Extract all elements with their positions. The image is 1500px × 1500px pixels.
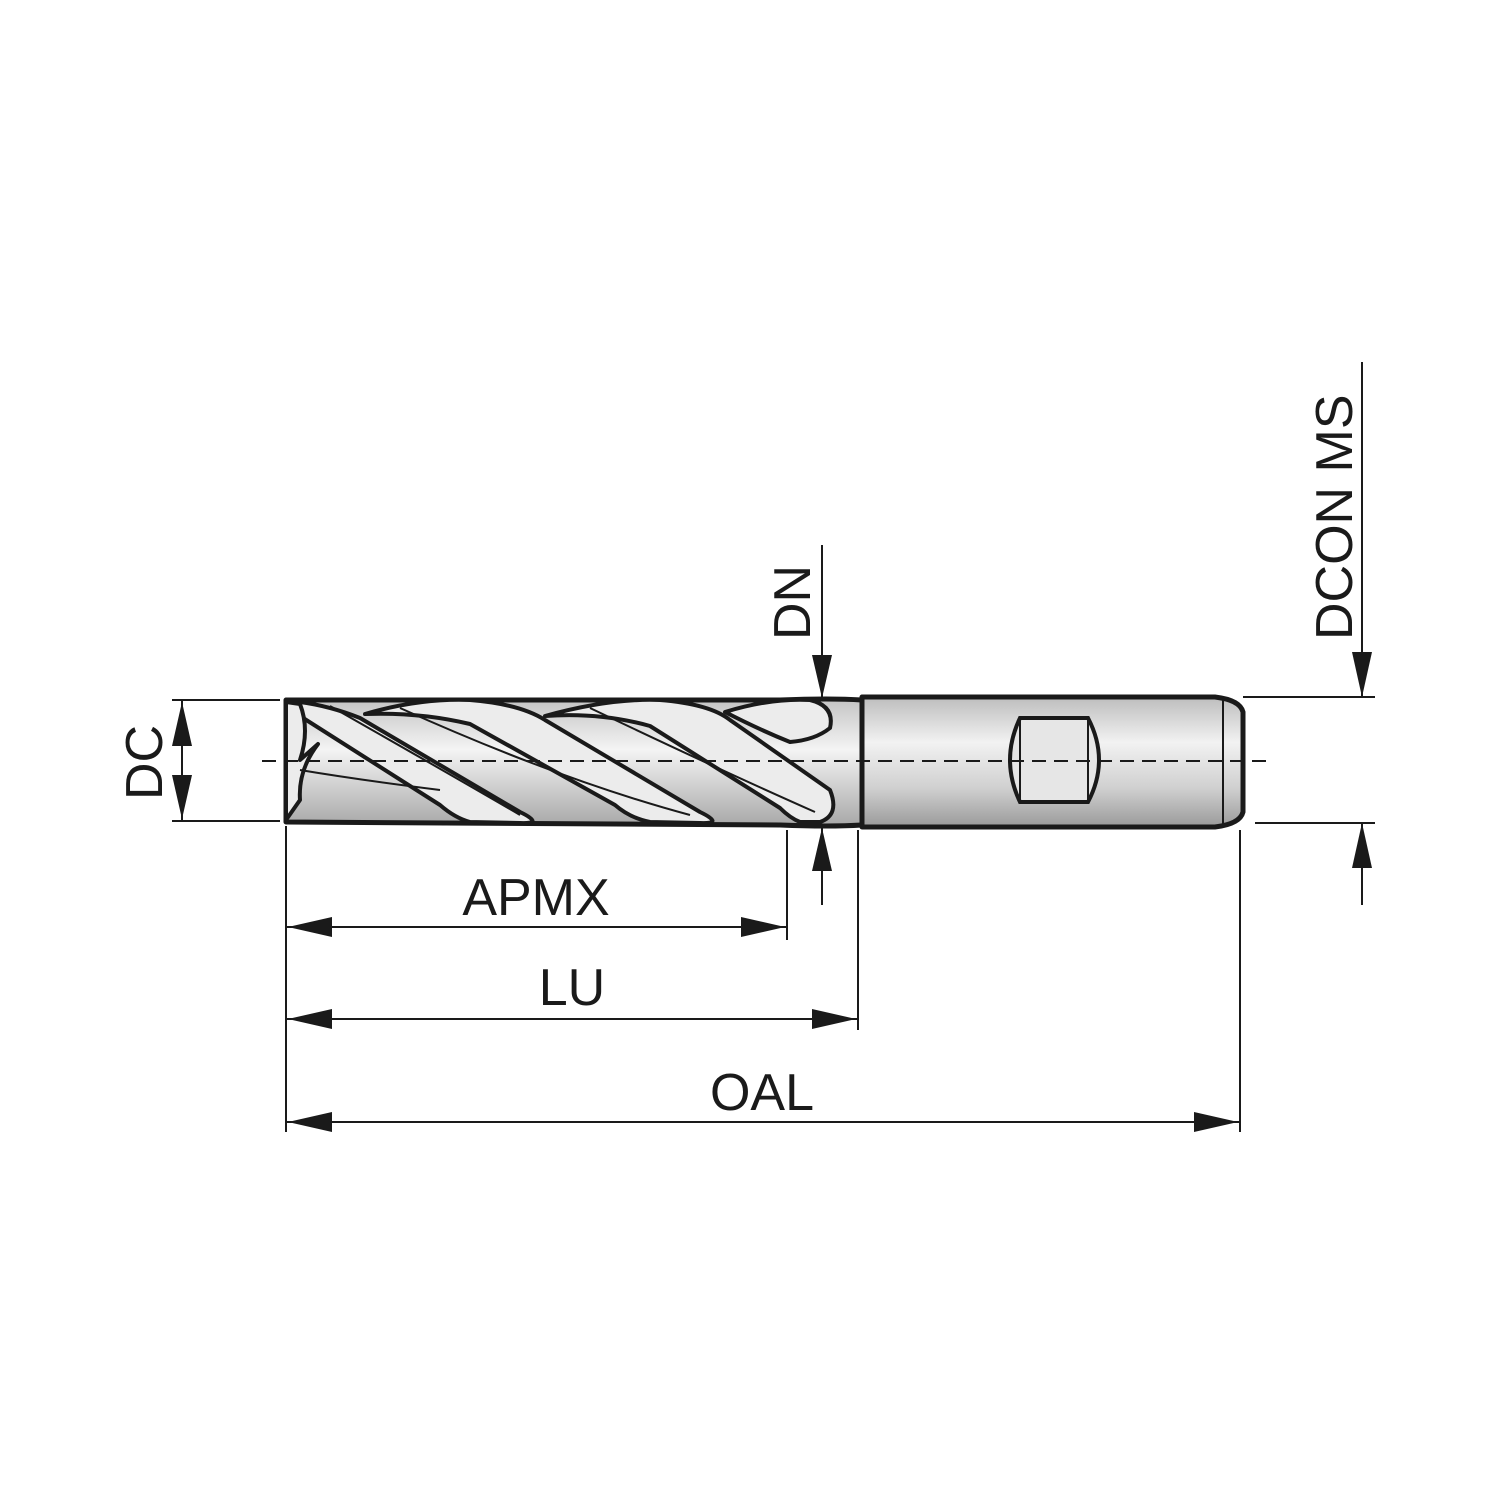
lu-label: LU [539, 959, 605, 1017]
flute-edge-lines [299, 705, 816, 816]
apmx-dimension: APMX [286, 869, 787, 937]
dn-dimension: DN [764, 545, 832, 905]
oal-dimension: OAL [286, 1064, 1240, 1132]
dc-label: DC [116, 725, 174, 800]
apmx-label: APMX [462, 869, 609, 927]
oal-label: OAL [710, 1064, 814, 1122]
dn-label: DN [764, 565, 822, 640]
lu-dimension: LU [286, 959, 858, 1029]
end-mill-tool [283, 694, 1246, 830]
dcon-ms-label: DCON MS [1306, 394, 1364, 640]
dc-dimension: DC [116, 699, 280, 822]
dcon-ms-dimension: DCON MS [1243, 362, 1375, 905]
